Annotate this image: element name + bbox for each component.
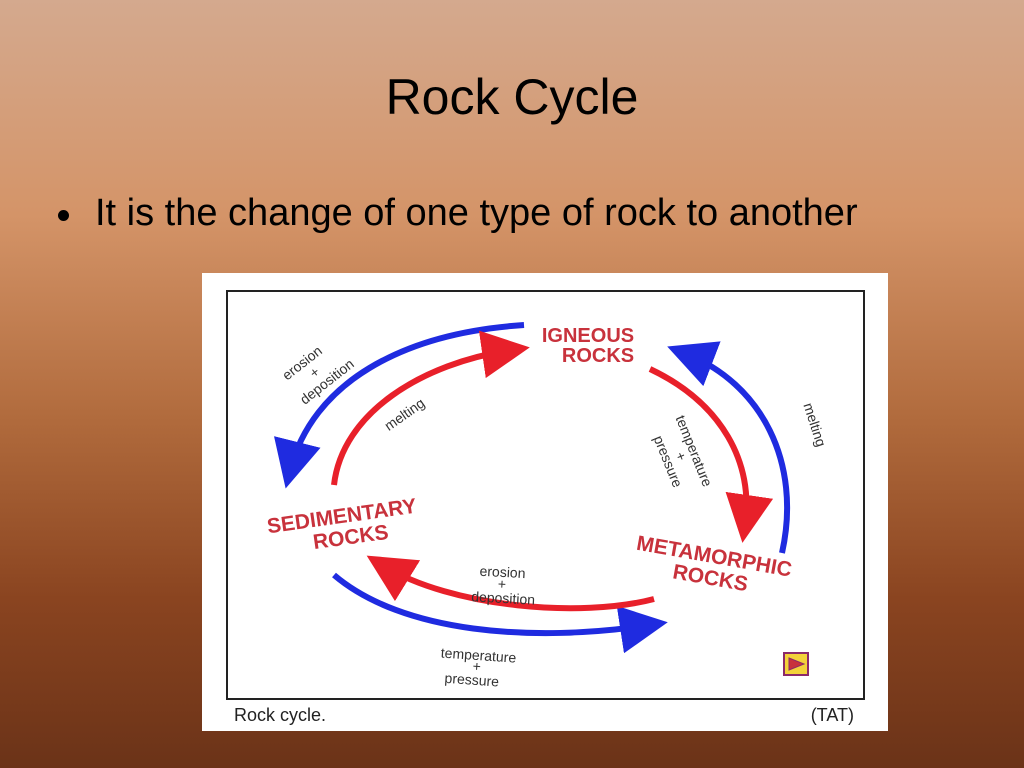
temperature-pressure-label-right: temperature + pressure: [651, 413, 716, 490]
bullet-text: It is the change of one type of rock to …: [95, 192, 858, 234]
temperature-pressure-label-bottom: temperature + pressure: [440, 644, 517, 690]
bullet-dot-icon: [58, 210, 69, 221]
rock-cycle-figure: IGNEOUS ROCKS SEDIMENTARY ROCKS METAMORP…: [202, 273, 888, 731]
diagram-frame: [226, 290, 865, 700]
svg-text:+: +: [497, 576, 506, 592]
svg-text:erosion: erosion: [479, 563, 526, 581]
arrow-igneous-to-sedimentary: [274, 322, 525, 489]
svg-text:+: +: [472, 658, 481, 675]
svg-text:melting: melting: [800, 401, 829, 449]
melting-label-right: melting: [800, 401, 829, 449]
arrow-metamorphic-to-igneous: [667, 341, 791, 554]
arrow-logo-icon: [783, 652, 809, 676]
arrow-sedimentary-to-igneous: [331, 330, 530, 486]
svg-text:pressure: pressure: [651, 433, 686, 490]
svg-text:pressure: pressure: [444, 670, 500, 690]
svg-text:deposition: deposition: [471, 588, 536, 607]
svg-text:temperature: temperature: [440, 644, 517, 665]
arrow-sedimentary-to-metamorphic: [332, 572, 668, 654]
igneous-rocks-label: IGNEOUS ROCKS: [542, 325, 634, 367]
erosion-deposition-label-bottom: erosion + deposition: [471, 563, 536, 608]
arrow-metamorphic-to-sedimentary: [366, 555, 655, 612]
rock-cycle-diagram: IGNEOUS ROCKS SEDIMENTARY ROCKS METAMORP…: [226, 290, 865, 725]
figure-caption: Rock cycle.: [234, 705, 326, 725]
svg-text:ROCKS: ROCKS: [562, 345, 634, 367]
arrow-igneous-to-metamorphic: [648, 366, 774, 543]
metamorphic-rocks-label: METAMORPHIC ROCKS: [635, 532, 794, 597]
figure-credit: (TAT): [811, 705, 854, 725]
erosion-deposition-label-top-left: erosion + deposition: [279, 342, 357, 407]
sedimentary-rocks-label: SEDIMENTARY ROCKS: [266, 495, 418, 554]
svg-text:IGNEOUS: IGNEOUS: [542, 325, 634, 347]
slide-title: Rock Cycle: [385, 69, 639, 125]
bullet-item: It is the change of one type of rock to …: [58, 192, 858, 235]
